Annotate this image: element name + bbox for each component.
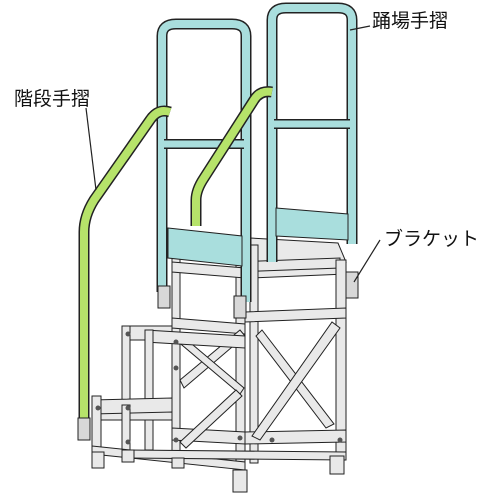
leader-lines — [85, 25, 381, 283]
stair-handrail-label: 階段手摺 — [14, 88, 91, 110]
bracket-label: ブラケット — [384, 228, 480, 250]
bracket-left-rear — [233, 295, 247, 319]
frame-bolts — [95, 331, 343, 445]
bracket-right — [345, 271, 359, 299]
stair-handrail — [78, 86, 273, 428]
ladder-frame — [91, 237, 347, 493]
bracket-stair-bottom — [77, 417, 91, 441]
landing-toe-boards — [167, 207, 349, 267]
bracket-left-front — [157, 285, 171, 309]
brackets — [77, 271, 359, 441]
landing-handrail-label: 踊場手摺 — [372, 10, 449, 32]
